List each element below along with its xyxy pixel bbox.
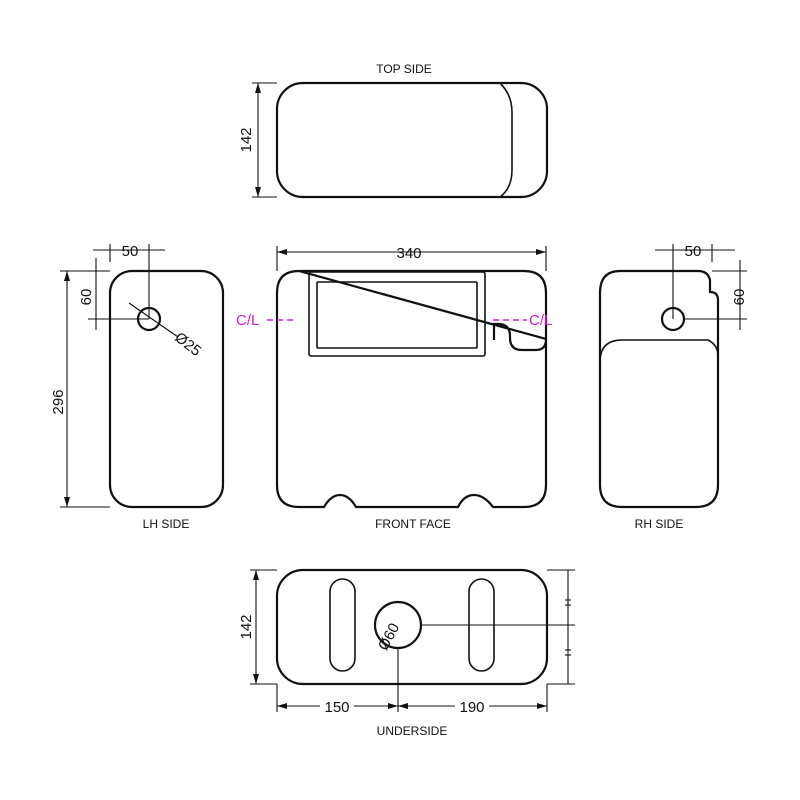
lh-side-view: 50 60 Ø25 296 LH SIDE bbox=[50, 243, 225, 531]
rh-side-label: RH SIDE bbox=[635, 517, 684, 531]
top-side-label: TOP SIDE bbox=[376, 62, 432, 76]
front-width-dim: 340 bbox=[396, 245, 421, 262]
top-side-view: TOP SIDE 142 bbox=[238, 62, 549, 199]
front-face-view: 340 C/L C/L FRONT FACE bbox=[236, 245, 552, 531]
under-right-dim-bg bbox=[455, 697, 489, 715]
rh-side-step bbox=[599, 339, 719, 363]
top-side-lid-edge bbox=[499, 82, 513, 198]
under-width-arrow-mid-right bbox=[398, 703, 408, 709]
top-dim-arrow-up bbox=[255, 83, 261, 93]
rh-side-view: 50 60 RH SIDE bbox=[598, 243, 748, 531]
front-face-outline bbox=[275, 269, 548, 509]
underside-view: Ø60 142 150 190 UNDERSIDE bbox=[238, 568, 575, 738]
lh-side-outline bbox=[108, 269, 225, 509]
lh-height-offset-dim: 60 bbox=[78, 289, 95, 306]
rh-width-dim: 50 bbox=[685, 243, 702, 260]
underside-outline bbox=[275, 568, 549, 686]
lh-side-label: LH SIDE bbox=[143, 517, 190, 531]
front-panel-outer bbox=[308, 271, 486, 357]
front-panel-inner bbox=[316, 281, 478, 349]
under-width-arrow-mid-left bbox=[388, 703, 398, 709]
top-side-outline bbox=[275, 81, 549, 199]
front-face-label: FRONT FACE bbox=[375, 517, 451, 531]
lh-hole-diameter-dim: Ø25 bbox=[171, 329, 204, 360]
centerline-left-label: C/L bbox=[236, 312, 259, 329]
under-depth-dim: 142 bbox=[238, 614, 255, 639]
centerline-right-label: C/L bbox=[529, 312, 552, 329]
underside-slot-left bbox=[329, 578, 356, 672]
total-height-arrow-down bbox=[64, 497, 70, 507]
top-depth-dim: 142 bbox=[238, 127, 255, 152]
under-width-arrow-right bbox=[537, 703, 547, 709]
rh-side-outline bbox=[598, 269, 720, 509]
underside-label: UNDERSIDE bbox=[377, 724, 448, 738]
under-width-arrow-left bbox=[277, 703, 287, 709]
under-depth-arrow-down bbox=[253, 674, 259, 684]
front-width-arrow-left bbox=[277, 249, 287, 255]
under-left-dim-bg bbox=[320, 697, 354, 715]
front-width-arrow-right bbox=[536, 249, 546, 255]
lh-width-dim: 50 bbox=[122, 243, 139, 260]
top-dim-arrow-down bbox=[255, 187, 261, 197]
rh-height-offset-dim: 60 bbox=[731, 289, 748, 306]
total-height-arrow-up bbox=[64, 271, 70, 281]
under-right-dim: 190 bbox=[459, 699, 484, 716]
lh-hole-leader bbox=[128, 302, 179, 338]
under-depth-arrow-up bbox=[253, 570, 259, 580]
total-height-dim: 296 bbox=[50, 389, 67, 414]
under-left-dim: 150 bbox=[324, 699, 349, 716]
